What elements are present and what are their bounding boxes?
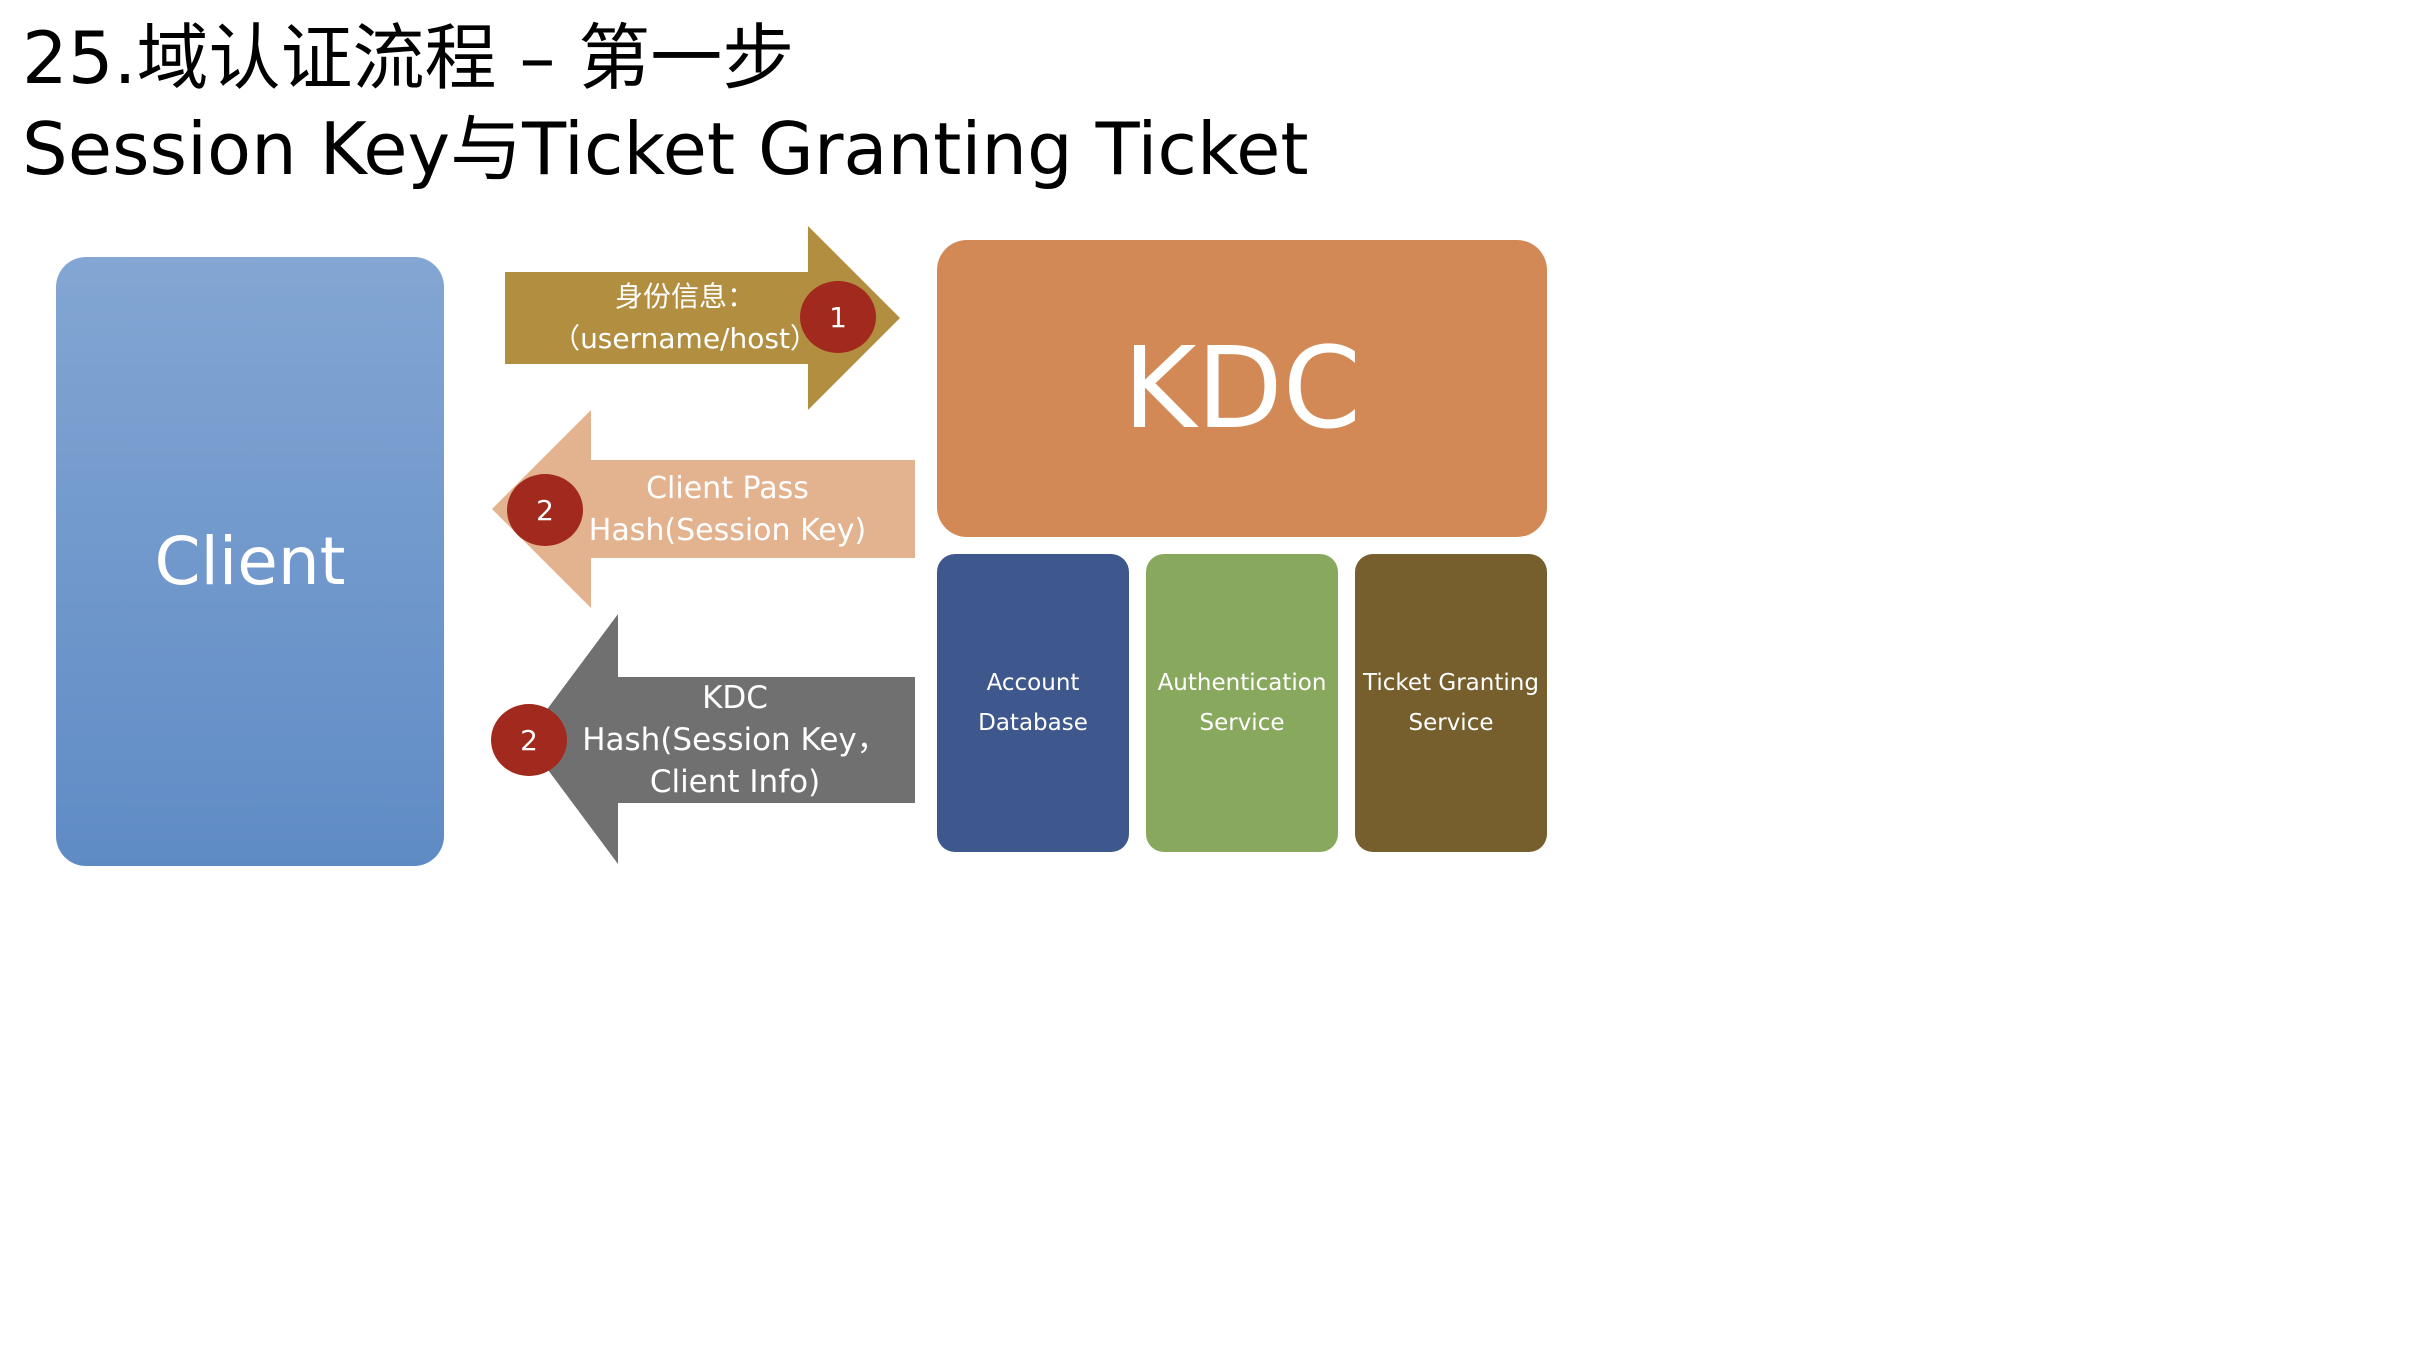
arrow-2-label: Client Pass Hash(Session Key) (575, 468, 880, 552)
arrow-3-to-client (525, 614, 915, 864)
arrow-3-label: KDC Hash(Session Key， Client Info) (565, 677, 905, 803)
arrow-3-label-line-1: KDC (702, 680, 768, 716)
title-line-2: Session Key与Ticket Granting Ticket (22, 107, 1309, 191)
ticket-granting-service-box: Ticket Granting Service (1355, 554, 1547, 852)
arrows-layer (492, 226, 915, 864)
client-box: Client (56, 257, 444, 866)
step-2-badge-kdc: 2 (491, 704, 567, 776)
ticket-granting-service-label-line-1: Ticket Granting (1363, 670, 1539, 696)
arrow-1-to-kdc (505, 226, 900, 410)
arrow-2-label-line-1: Client Pass (646, 471, 809, 506)
client-label: Client (154, 523, 346, 600)
account-database-label-line-2: Database (978, 710, 1088, 736)
arrow-1-label: 身份信息： （username/host） (540, 276, 830, 360)
arrow-2-label-line-2: Hash(Session Key) (588, 513, 867, 548)
kdc-label: KDC (1123, 323, 1361, 454)
step-1-badge: 1 (800, 281, 876, 353)
kdc-box: KDC (937, 240, 1547, 537)
arrow-1-label-line-2: （username/host） (552, 322, 818, 355)
authentication-service-label-line-1: Authentication (1157, 670, 1327, 696)
arrow-2-to-client (492, 410, 915, 608)
ticket-granting-service-label-line-2: Service (1408, 710, 1494, 736)
title-line-1: 25.域认证流程 – 第一步 (22, 16, 795, 100)
arrow-1-label-line-1: 身份信息： (614, 280, 755, 313)
account-database-box: Account Database (937, 554, 1129, 852)
step-2-badge: 2 (507, 474, 583, 546)
arrow-3-label-line-3: Client Info) (649, 764, 821, 800)
arrow-3-label-line-2: Hash(Session Key， (582, 722, 888, 758)
authentication-service-box: Authentication Service (1146, 554, 1338, 852)
account-database-label-line-1: Account (986, 670, 1080, 696)
authentication-service-label-line-2: Service (1199, 710, 1285, 736)
